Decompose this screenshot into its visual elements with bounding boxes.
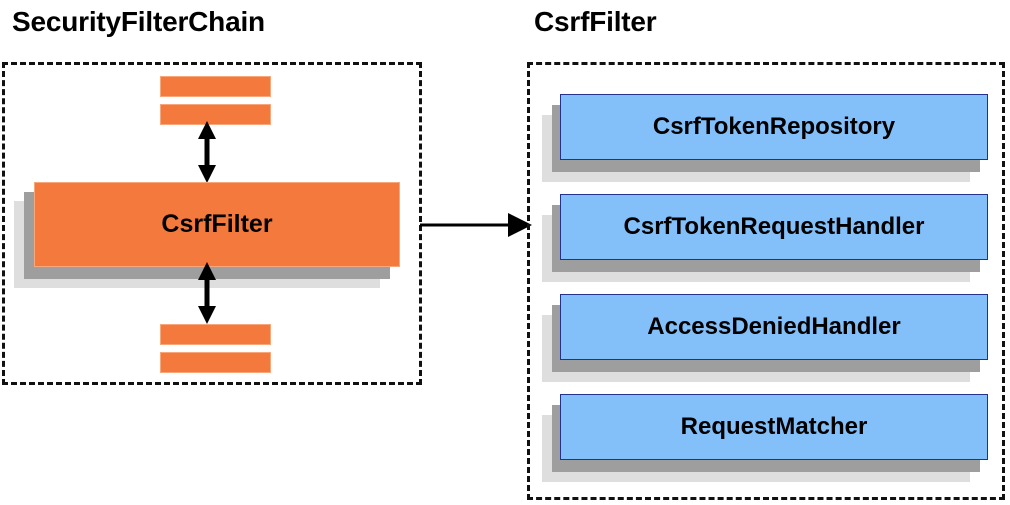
bidirectional-arrow-bottom — [198, 262, 216, 324]
collaborator-label: CsrfTokenRepository — [560, 94, 988, 160]
filter-bar-above-1 — [160, 76, 271, 97]
collaborator-box-csrf-token-repository[interactable]: CsrfTokenRepository — [542, 94, 988, 182]
csrf-filter-detail-container — [527, 62, 1005, 500]
bidirectional-arrow-top — [198, 121, 216, 183]
collaborator-label: AccessDeniedHandler — [560, 294, 988, 360]
collaborator-box-request-matcher[interactable]: RequestMatcher — [542, 394, 988, 482]
filter-bar-above-2 — [160, 104, 271, 125]
collaborator-label: RequestMatcher — [560, 394, 988, 460]
collaborator-label: CsrfTokenRequestHandler — [560, 194, 988, 260]
right-panel-title: CsrfFilter — [534, 6, 657, 37]
collaborator-box-access-denied-handler[interactable]: AccessDeniedHandler — [542, 294, 988, 382]
left-panel-title: SecurityFilterChain — [12, 6, 265, 37]
connector-arrow — [420, 213, 532, 237]
csrf-filter-label: CsrfFilter — [34, 182, 400, 267]
filter-bar-below-2 — [160, 352, 271, 373]
collaborator-box-csrf-token-request-handler[interactable]: CsrfTokenRequestHandler — [542, 194, 988, 282]
filter-bar-below-1 — [160, 324, 271, 345]
